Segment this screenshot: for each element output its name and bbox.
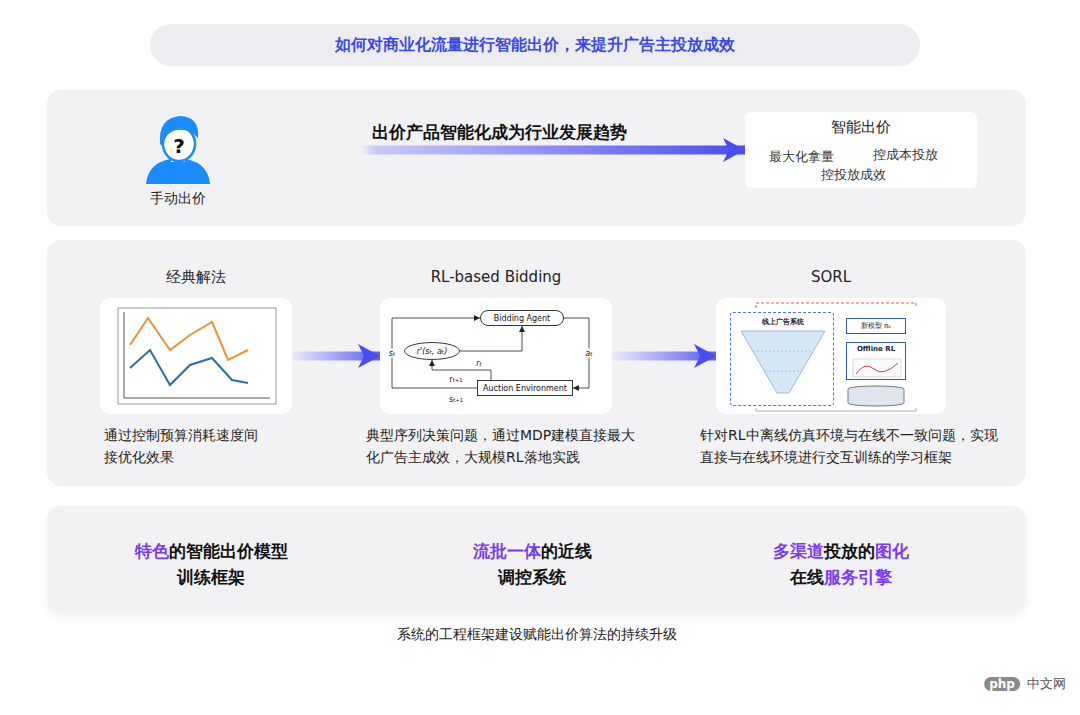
- offline-rl-label-slot: Offline RL: [847, 345, 905, 353]
- box-caption: 针对RL中离线仿真环境与在线不一致问题，实现直接与在线环境进行交互训练的学习框架: [700, 424, 1000, 469]
- box-caption: 通过控制预算消耗速度间接优化效果: [104, 424, 264, 469]
- edge-label-slot: 出价产品智能化成为行业发展趋势: [372, 121, 627, 144]
- edge-label: rₜ: [475, 359, 483, 368]
- capability-text-slot: 流批一体的近线调控系统: [469, 538, 595, 591]
- box-heading-slot: SORL: [716, 268, 946, 286]
- method-box: 线上广告系统新模型 πₖOffline RLSORL针对RL中离线仿真环境与在线…: [716, 298, 946, 414]
- model-label-slot: 新模型 πₖ: [847, 319, 905, 333]
- engineering-band: 特色的智能出价模型训练框架流批一体的近线调控系统多渠道投放的图化在线服务引擎系统…: [47, 506, 1026, 612]
- reward-label-slot: r'(sₜ, aₜ): [404, 342, 460, 360]
- signal-label: rₜ₊₁: [449, 375, 462, 384]
- edge-label-slot: aₜ: [584, 349, 593, 358]
- text-run: 的智能出价模型训练框架: [169, 541, 288, 587]
- product-box: 智能出价最大化拿量 控成本投放控投放成效: [745, 112, 977, 188]
- capability-text: 特色的智能出价模型训练框架: [131, 538, 291, 591]
- highlight-run: 图化: [875, 541, 909, 561]
- edge-label-slot: sₜ: [388, 349, 397, 358]
- capability-text-slot: 多渠道投放的图化在线服务引擎: [769, 538, 913, 591]
- edge-label-slot: rₜ: [475, 359, 483, 368]
- feature-item-slot: 控成本投放: [873, 146, 938, 164]
- box-heading: 经典解法: [100, 268, 292, 287]
- edge-label: 出价产品智能化成为行业发展趋势: [372, 121, 627, 144]
- feature-item: 控成本投放: [873, 146, 938, 164]
- text-run: 在线: [790, 567, 824, 587]
- funnel-figure: [731, 313, 835, 407]
- highlight-run: 多渠道: [773, 541, 824, 561]
- model-box: 新模型 πₖ: [846, 318, 906, 334]
- capability-text: 多渠道投放的图化在线服务引擎: [769, 538, 913, 591]
- signal-arrow: [392, 318, 480, 388]
- panel-band: [47, 240, 1026, 486]
- box-heading-slot: RL-based Bidding: [380, 268, 612, 286]
- icon-glyph-slot: ?: [173, 134, 185, 158]
- box-caption: 典型序列决策问题，通过MDP建模直接最大化广告主成效，大规模RL落地实践: [366, 424, 638, 469]
- actor-label: 手动出价: [138, 190, 218, 208]
- capability-text: 流批一体的近线调控系统: [469, 538, 595, 591]
- region-label-slot: 线上广告系统: [731, 317, 835, 327]
- text-run: 投放的: [824, 541, 875, 561]
- signal-label: sₜ₊₁: [449, 395, 463, 404]
- capability-item: 特色的智能出价模型训练框架: [131, 538, 291, 592]
- agent-label: Bidding Agent: [494, 314, 550, 323]
- flow-arrow: [612, 352, 716, 361]
- reward-ellipse: r'(sₜ, aₜ): [404, 342, 460, 360]
- capability-item: 流批一体的近线调控系统: [469, 538, 595, 592]
- method-box: Bidding Agent r'(sₜ, aₜ) Auction Environme…: [380, 298, 612, 414]
- edge-label: aₜ: [584, 349, 593, 358]
- band-caption-slot: 系统的工程框架建设赋能出价算法的持续升级: [47, 626, 1026, 644]
- highlight-run: 特色: [135, 541, 169, 561]
- box-heading-slot: 智能出价: [745, 118, 977, 137]
- region-label: 线上广告系统: [731, 317, 835, 327]
- flow-arrow: [218, 146, 745, 155]
- highlight-run: 服务引擎: [824, 567, 892, 587]
- model-label: 新模型 πₖ: [861, 321, 891, 331]
- box-caption-slot: 典型序列决策问题，通过MDP建模直接最大化广告主成效，大规模RL落地实践: [366, 424, 638, 469]
- flow-arrow: [292, 352, 380, 361]
- watermark-badge: php: [984, 677, 1020, 691]
- highlight-run: 流批一体: [473, 541, 541, 561]
- box-caption-slot: 通过控制预算消耗速度间接优化效果: [104, 424, 264, 469]
- online-system-region: 线上广告系统: [730, 312, 834, 406]
- offline-rl-label: Offline RL: [857, 345, 895, 353]
- box-heading-slot: 经典解法: [100, 268, 292, 287]
- feature-item: 控投放成效: [821, 166, 886, 184]
- environment-label: Auction Environment: [483, 384, 567, 393]
- watermark-text-slot: 中文网: [1027, 675, 1066, 693]
- line-chart: [100, 298, 292, 414]
- capability-item: 多渠道投放的图化在线服务引擎: [769, 538, 913, 592]
- environment-label-slot: Auction Environment: [478, 381, 572, 395]
- offline-rl-box: Offline RL: [846, 342, 906, 380]
- signal-label-slot: rₜ₊₁: [449, 375, 462, 384]
- environment-box: Auction Environment: [477, 380, 573, 396]
- signal-arrow: [460, 326, 522, 351]
- box-heading: RL-based Bidding: [380, 268, 612, 286]
- title-text-slot: 如何对商业化流量进行智能出价，来提升广告主投放成效: [150, 24, 920, 66]
- box-heading: 智能出价: [745, 118, 977, 137]
- band-caption: 系统的工程框架建设赋能出价算法的持续升级: [47, 626, 1026, 644]
- title-pill: [150, 24, 920, 66]
- actor-figure: 手动出价: [138, 108, 218, 212]
- reward-label: r'(sₜ, aₜ): [417, 347, 448, 356]
- watermark-badge-slot: php: [984, 677, 1020, 691]
- feature-item-slot: 控投放成效: [821, 166, 886, 184]
- edge-label: sₜ: [388, 349, 397, 358]
- panel-band: [47, 90, 1026, 226]
- box-heading: SORL: [716, 268, 946, 286]
- capability-text-slot: 特色的智能出价模型训练框架: [131, 538, 291, 591]
- signal-label-slot: sₜ₊₁: [449, 395, 463, 404]
- icon-glyph: ?: [173, 134, 185, 158]
- feature-item: 最大化拿量: [769, 148, 834, 166]
- watermark-text: 中文网: [1027, 675, 1066, 693]
- sorl-figure: [716, 298, 946, 414]
- agent-label-slot: Bidding Agent: [481, 311, 563, 325]
- feature-item-slot: 最大化拿量: [769, 148, 834, 166]
- title-text: 如何对商业化流量进行智能出价，来提升广告主投放成效: [335, 35, 735, 56]
- agent-box: Bidding Agent: [480, 310, 564, 326]
- actor-label-slot: 手动出价: [138, 190, 218, 208]
- box-caption-slot: 针对RL中离线仿真环境与在线不一致问题，实现直接与在线环境进行交互训练的学习框架: [700, 424, 1000, 469]
- method-box: 经典解法通过控制预算消耗速度间接优化效果: [100, 298, 292, 414]
